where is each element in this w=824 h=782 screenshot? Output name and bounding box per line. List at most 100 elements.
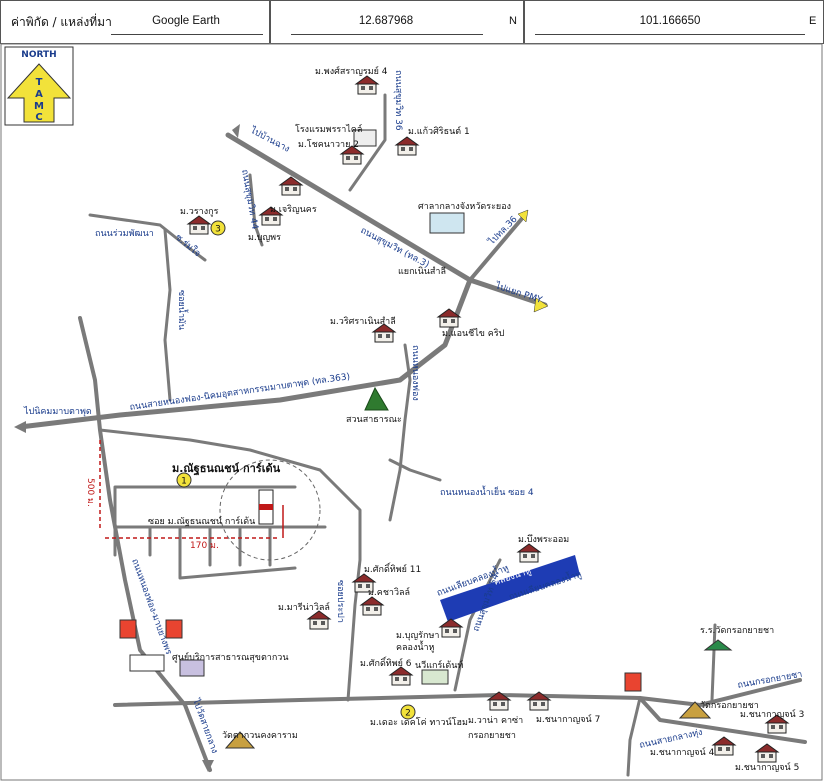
place-label: ม.เดอะ เดคโค่ ทาวน์โฮม (370, 716, 468, 728)
road-village-grid (113, 485, 327, 580)
road-sukhumvit-44 (248, 173, 264, 247)
place-label: ร.ร.วัดกรอกยายชา (700, 626, 774, 636)
place-label: ศูนย์บริการสาธารณสุขตากวน (172, 651, 289, 663)
place-label: คลองน้ำหู (396, 640, 435, 653)
map-frame (0, 43, 823, 781)
north-title: NORTH (21, 50, 56, 60)
road-soi-nong-fong-4 (388, 343, 412, 522)
place-label: ม.ชนากาญจน์ 3 (740, 708, 804, 720)
house-icon (517, 543, 541, 563)
site-plot-mark (259, 504, 273, 510)
label-soi-prachao: ซอยประปา (335, 580, 345, 623)
marker-1: 1 (176, 472, 192, 488)
marker-2: 2 (400, 704, 416, 720)
place-label: ม.คชาวิลล์ (368, 586, 410, 598)
place-label: ม.บุญพร (248, 233, 281, 243)
road-hwy363 (17, 277, 473, 430)
svg-text:2: 2 (405, 709, 411, 719)
label-nong-fong: ถนนหนองฟอง (410, 345, 420, 401)
hotel-icon (353, 129, 377, 147)
government-building-icon (429, 212, 465, 234)
place-label: กรอกยายชา (468, 731, 516, 741)
place-label: ม.บึงพระออม (518, 534, 569, 545)
north-letter-a: A (35, 89, 43, 100)
place-label: ม.มารีน่าวิลล์ (278, 601, 330, 613)
latitude-underline (291, 34, 483, 35)
place-label: วัดตากวนคงคาราม (222, 731, 298, 741)
house-icon (355, 75, 379, 95)
latitude-value: 12.687968 (358, 15, 414, 27)
shop-icon (421, 669, 449, 685)
sign-icon (129, 654, 165, 672)
arrow-hwy36 (517, 209, 529, 223)
house-icon (712, 736, 736, 756)
north-letter-m: M (34, 101, 44, 112)
location-label: ค่าพิกัด / แหล่งที่มา (11, 15, 112, 29)
longitude-cell: 101.166650 E (524, 0, 824, 44)
longitude-unit: E (809, 15, 817, 27)
arrow-wat-sai (202, 760, 214, 772)
house-icon (395, 136, 419, 156)
place-label: นวีแกร์เด้นท์ (415, 659, 463, 671)
road-network (17, 93, 807, 777)
temple-icon (678, 701, 712, 719)
label-sukhumvit-45: ถนนสุขุมวิท 36 (393, 70, 404, 131)
road-soi-naman (163, 228, 172, 402)
place-label: ม.บุญรักษา (396, 631, 439, 641)
house-icon (389, 666, 413, 686)
house-icon (360, 596, 384, 616)
place-label: วัดกรอกยายชา (700, 701, 759, 711)
dist-500-label: 500 ม. (85, 478, 95, 507)
place-label: ม.แอนชีไข คริป (442, 328, 505, 339)
poi-icons (119, 75, 789, 763)
road-soi-prachao (98, 428, 362, 702)
arrow-ban-chang (232, 124, 240, 138)
place-label: สวนสาธารณะ (346, 415, 402, 425)
site-title: ม.ณัฐธนณชน์ การ์เด้น (172, 462, 281, 476)
place-label: ม.วริศราเนินสำลี (330, 316, 396, 327)
longitude-value: 101.166650 (639, 15, 701, 27)
svg-text:3: 3 (215, 225, 221, 235)
place-label: ม.ชนากาญจน์ 4 (650, 746, 715, 758)
place-label: ม.เจริญนคร (270, 204, 317, 215)
label-to-map-ta-phut: ไปนิคมมาบตาพุด (23, 406, 92, 417)
temple-icon (224, 731, 256, 749)
label-soi-naman: ซอยน้ำมัน (176, 290, 189, 330)
road-soi-nong-fong-4b (388, 458, 442, 482)
place-label: ม.พงศ์สราญรมย์ 4 (315, 65, 388, 77)
place-label: ม.วรางกูร (180, 207, 219, 217)
road-school-lane (710, 623, 717, 702)
place-label: ม.ศักดิ์ทิพย์ 11 (364, 562, 421, 575)
road-ruam-phatthana (88, 213, 207, 262)
road-to-wat-sai (626, 696, 642, 777)
label-ruam-phatthana: ถนนร่วมพัฒนา (95, 229, 154, 239)
dist-170-label: 170 ม. (190, 541, 219, 551)
road-nong-fong (78, 316, 212, 772)
label-soi-nong-fong-4: ถนนหนองน้ำเย็น ซอย 4 (440, 485, 534, 498)
house-icon (307, 610, 331, 630)
latitude-cell: 12.687968 N (270, 0, 524, 44)
source-underline (111, 34, 263, 35)
north-letter-c: C (35, 112, 42, 123)
park-tree-icon (364, 386, 389, 411)
road-hwy36 (468, 213, 527, 282)
school-icon (703, 639, 733, 651)
house-icon (439, 618, 463, 638)
place-label: ม.โชคนาวาย 2 (298, 139, 359, 150)
north-badge: NORTH T A M C (4, 46, 74, 126)
seven-eleven-icon (119, 619, 137, 639)
svg-text:1: 1 (181, 477, 187, 487)
seven-eleven-icon (165, 619, 183, 639)
longitude-underline (535, 34, 805, 35)
road-kerng-ra-yong (113, 678, 802, 707)
arrow-map-ta-phut (14, 421, 26, 433)
canal-khlong-nam-hu (440, 555, 580, 622)
road-sukhumvit-45 (348, 93, 387, 192)
label-sukhumvit-44: ถนนสุขุมวิท 44 (239, 169, 260, 231)
coordinate-header: ค่าพิกัด / แหล่งที่มา Google Earth 12.68… (0, 0, 824, 44)
latitude-unit: N (509, 15, 517, 27)
north-letter-t: T (36, 77, 43, 88)
place-label: ม.ชนากาญจน์ 5 (735, 761, 799, 773)
marker-3: 3 (210, 220, 226, 236)
